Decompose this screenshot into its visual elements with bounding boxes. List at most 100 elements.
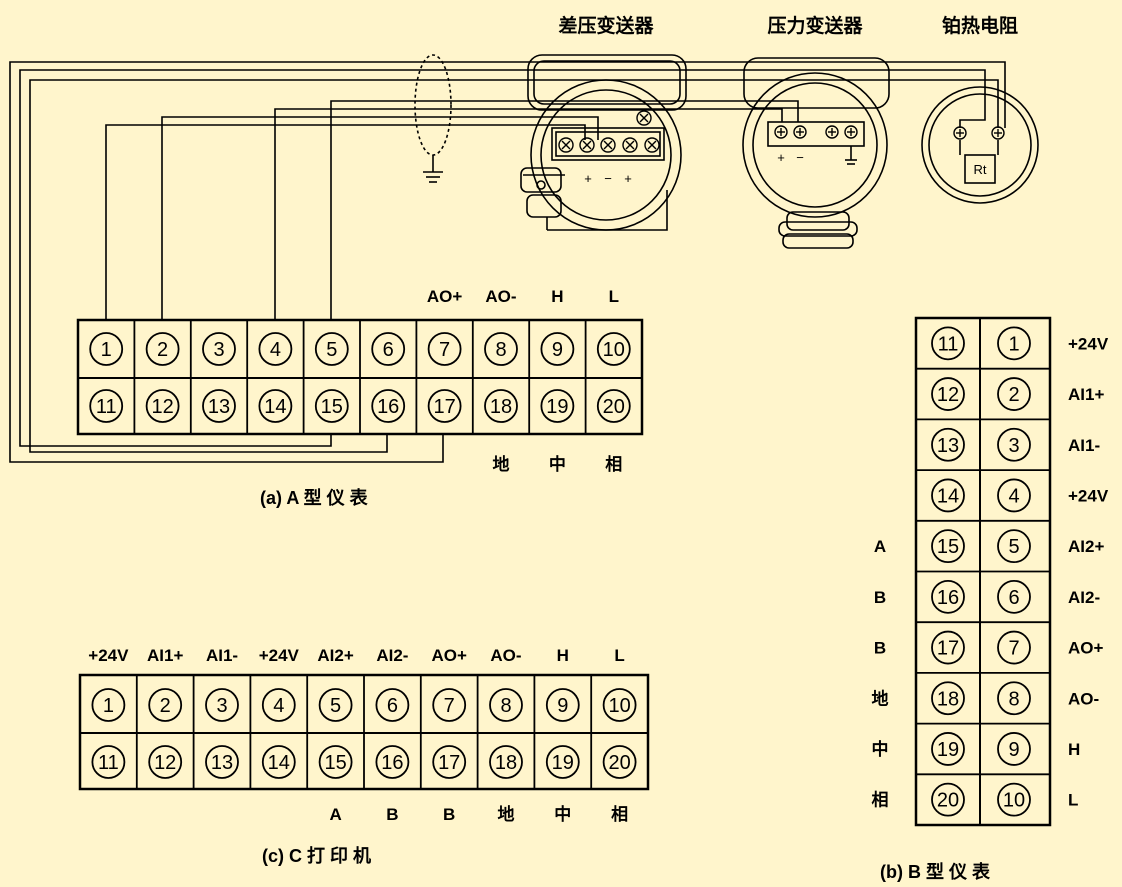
panel-c-terminal-9-number: 9: [557, 695, 568, 717]
panel-b-terminal-13-number: 13: [937, 435, 959, 457]
panel-b-left-label: B: [874, 588, 886, 607]
panel-c-terminal-11-number: 11: [98, 752, 119, 774]
panel-b-right-label: +24V: [1068, 334, 1109, 353]
panel-b-terminal-8-circle: [997, 681, 1031, 716]
panel-a-terminal-3-circle: [202, 332, 236, 366]
panel-b-terminal-5-circle: [997, 529, 1031, 564]
panel-c-terminal-9-circle: [545, 688, 580, 722]
panel-a-caption: (a) A 型 仪 表: [260, 487, 369, 508]
panel-c-terminal-12-number: 12: [154, 752, 176, 774]
panel-a-terminal-14-circle: [258, 389, 293, 423]
panel-a-terminal-1-circle: [89, 332, 124, 366]
panel-c-terminal-20-number: 20: [608, 752, 630, 774]
panel-c-top-label: H: [557, 646, 569, 665]
rtd-terminal-screws: [953, 126, 1005, 140]
panel-b-terminal-10-number: 10: [1003, 790, 1025, 812]
panel-b-terminal-12-circle: [931, 377, 965, 411]
panel-b-terminal-19-circle: [931, 732, 965, 766]
panel-a-terminal-12-number: 12: [151, 396, 173, 418]
panel-a-terminal-12-circle: [145, 389, 180, 423]
panel-b-terminal-18-number: 18: [937, 688, 959, 710]
panel-b-terminal-4-number: 4: [1008, 485, 1019, 507]
panel-c-terminal-17-circle: [432, 745, 467, 779]
pressure-terminal-screws: [774, 125, 858, 139]
panel-c-terminal-14-circle: [261, 745, 296, 779]
panel-b-terminal-13-circle: [931, 427, 965, 462]
panel-a-terminal-15-number: 15: [321, 396, 343, 418]
panel-a-terminal-17-number: 17: [433, 396, 455, 418]
panel-a-terminal-7-number: 7: [439, 339, 450, 361]
panel-b-terminal-10-circle: [997, 782, 1031, 817]
panel-a-bottom-label: 中: [549, 454, 566, 474]
panel-b-terminal-17-circle: [931, 630, 965, 665]
panel-b-terminal-9-circle: [997, 732, 1031, 766]
panel-b-right-label: H: [1068, 740, 1080, 759]
panel-a-terminal-16-number: 16: [377, 396, 399, 418]
panel-b-terminal-17-number: 17: [937, 638, 959, 660]
panel-b-right-label: +24V: [1068, 486, 1109, 505]
panel-c-terminal-14-number: 14: [268, 752, 290, 774]
panel-b-right-label: AO-: [1068, 689, 1099, 708]
panel-b-terminal-19-number: 19: [937, 739, 959, 761]
panel-a-terminal-16-circle: [371, 389, 406, 423]
panel-b-terminal-20-circle: [931, 782, 965, 817]
panel-c-terminal-18-number: 18: [495, 752, 517, 774]
panel-c-terminal-19-number: 19: [552, 752, 574, 774]
panel-c-terminal-4-number: 4: [273, 695, 284, 717]
panel-c-top-label: AO+: [431, 646, 467, 665]
panel-b-terminal-7-circle: [997, 630, 1031, 665]
pressure-transmitter-label: 压力变送器: [767, 14, 863, 37]
panel-b-caption: (b) B 型 仪 表: [880, 861, 991, 882]
panel-c-terminal-15-circle: [318, 745, 353, 779]
panel-b-terminal-11-circle: [931, 326, 965, 361]
panel-b-terminal-20-number: 20: [937, 790, 959, 812]
panel-a-terminal-13-circle: [202, 389, 236, 423]
panel-b-terminal-15-number: 15: [937, 536, 959, 558]
panel-a-bottom-label: 地: [493, 454, 510, 474]
panel-a-terminal-19-circle: [540, 389, 575, 423]
panel-a-bottom-labels: 地中相: [493, 454, 623, 474]
panel-a-terminal-6-number: 6: [383, 339, 394, 361]
panel-b-right-label: AO+: [1068, 639, 1104, 658]
panel-c-top-label: +24V: [259, 646, 300, 665]
panel-a-terminal-4-number: 4: [270, 339, 281, 361]
panel-c-terminal-6-number: 6: [387, 695, 398, 717]
panel-b-left-label: 地: [872, 688, 889, 708]
panel-c-terminal-20-circle: [602, 745, 637, 779]
dp-terminal-screws: [558, 110, 660, 153]
panel-c-terminal-12-circle: [148, 745, 183, 779]
panel-a-terminal-11-circle: [89, 389, 124, 423]
panel-c-terminal-2-circle: [148, 688, 183, 722]
panel-c-bottom-label: 中: [554, 804, 571, 824]
panel-b-terminal-18-circle: [931, 681, 965, 716]
shield-ground: [414, 54, 452, 183]
panel-b-terminal-6-circle: [997, 579, 1031, 614]
panel-b-terminal-12-number: 12: [937, 384, 959, 406]
panel-b-terminal-15-circle: [931, 529, 965, 564]
panel-c-terminal-13-circle: [205, 745, 239, 779]
panel-c-top-label: L: [614, 646, 624, 665]
panel-c-top-label: AI2-: [376, 646, 408, 665]
panel-a-terminal-8-circle: [484, 332, 518, 366]
panel-b-terminal-5-number: 5: [1008, 536, 1019, 558]
panel-a-terminal-13-number: 13: [208, 396, 230, 418]
panel-b-left-label: 中: [872, 739, 889, 759]
panel-a-terminal-2-number: 2: [157, 339, 168, 361]
panel-b-left-label: A: [874, 537, 886, 556]
panel-c-terminal-4-circle: [261, 688, 296, 722]
panel-c-terminal-7-number: 7: [444, 695, 455, 717]
panel-b-terminal-2-number: 2: [1008, 384, 1019, 406]
panel-c-terminal-1-number: 1: [103, 695, 114, 717]
panel-a-terminal-6-circle: [371, 332, 406, 366]
panel-a-terminal-2-circle: [145, 332, 180, 366]
panel-a-bottom-label: 相: [605, 454, 622, 474]
p-minus: −: [796, 150, 804, 165]
panel-a-terminal-20-circle: [596, 389, 631, 423]
panel-c-terminal-5-number: 5: [330, 695, 341, 717]
